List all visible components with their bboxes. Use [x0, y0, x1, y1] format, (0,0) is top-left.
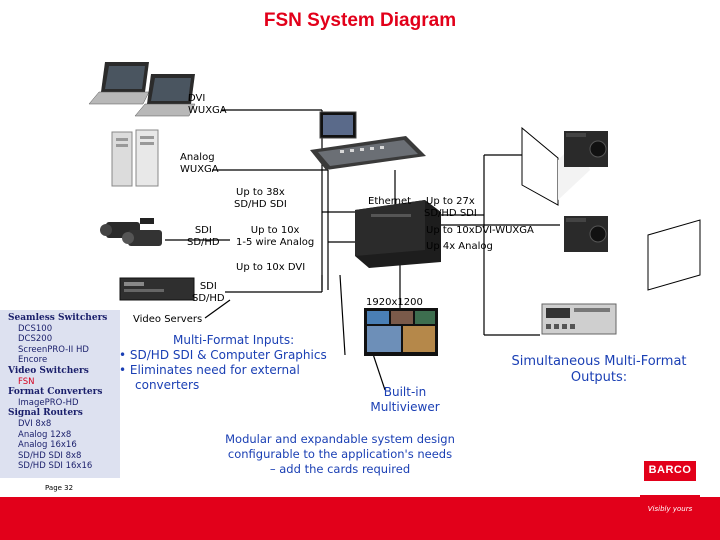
sidebar-item: DCS200: [18, 334, 53, 345]
up-to-38x-line1: Up to 38x: [236, 187, 285, 198]
sdi-camera-line1: SDI: [194, 225, 212, 236]
builtin-line2: Multiviewer: [370, 400, 440, 414]
inputs-heading: Multi-Format Inputs:: [173, 333, 295, 347]
projection-screen-bottom: [647, 219, 701, 291]
sidebar-item: ImagePRO-HD: [18, 397, 79, 408]
modular-line1: Modular and expandable system design: [225, 432, 455, 446]
logo-brand: BARCO: [648, 464, 692, 476]
sdi-server-line1: SDI: [199, 281, 217, 292]
sidebar-item: Encore: [18, 355, 48, 366]
builtin-line1: Built-in: [383, 385, 427, 399]
resolution-label: 1920x1200: [366, 297, 423, 308]
laptops-icon: [88, 62, 196, 117]
projector-icon-top: [564, 131, 608, 167]
inputs-bullet-1: • SD/HD SDI & Computer Graphics: [119, 348, 327, 362]
projector-icon-bottom: [564, 216, 608, 252]
builtin-multiviewer-callout: Built-in Multiviewer: [362, 385, 448, 415]
sdi-camera-label: SDI SD/HD: [187, 225, 220, 249]
up-to-4x-analog-label: Up 4x Analog: [426, 241, 493, 252]
sdi-server-line2: SD/HD: [192, 293, 225, 304]
up-to-38x-label: Up to 38x SD/HD SDI: [234, 187, 287, 211]
dvi-label: DVI WUXGA: [188, 93, 227, 117]
inputs-bullet-2: • Eliminates need for external: [119, 363, 300, 377]
modular-line2: configurable to the application's needs: [227, 447, 453, 461]
sdi-camera-line2: SD/HD: [187, 237, 220, 248]
control-console-icon: [310, 111, 426, 170]
footer-bar: [0, 497, 720, 540]
logo-tagline: Visibly yours: [647, 505, 693, 513]
sidebar-heading: Format Converters: [8, 387, 103, 398]
video-server-icon: [119, 277, 195, 301]
vtr-deck-icon: [541, 303, 617, 335]
up-to-10x-label: Up to 10x 1-5 wire Analog: [236, 225, 314, 249]
sidebar-heading: Video Switchers: [8, 365, 89, 376]
outputs-callout: Simultaneous Multi-Format Outputs:: [496, 354, 702, 386]
dvi-label-line2: WUXGA: [188, 105, 227, 116]
fsn-frame-icon: [355, 200, 441, 268]
analog-label-line1: Analog: [180, 152, 215, 163]
video-servers-label: Video Servers: [133, 314, 203, 325]
diagram-title: FSN System Diagram: [263, 10, 457, 31]
up-to-38x-line2: SD/HD SDI: [234, 199, 287, 210]
outputs-line2: Outputs:: [570, 370, 628, 385]
multiviewer-screen-icon: [364, 308, 438, 356]
sidebar-item: FSN: [18, 376, 35, 387]
sidebar-item: Analog 12x8: [18, 429, 72, 440]
up-to-27x-line1: Up to 27x: [426, 196, 475, 207]
projection-screen-top: [521, 126, 559, 206]
sidebar-item: ScreenPRO-II HD: [18, 344, 89, 355]
barco-logo: BARCO Visibly yours: [640, 455, 700, 517]
up-to-10x-line1: Up to 10x: [250, 225, 300, 236]
sidebar-heading: Signal Routers: [8, 408, 83, 419]
up-to-10x-line2: 1-5 wire Analog: [236, 237, 315, 248]
dvi-label-line1: DVI: [188, 93, 206, 104]
page-number: Page 32: [45, 484, 74, 492]
up-to-10x-dvi-label: Up to 10x DVI: [236, 262, 306, 273]
sidebar-item: Analog 16x16: [18, 440, 77, 451]
analog-label-line2: WUXGA: [180, 164, 219, 175]
up-to-27x-line2: SD/HD SDI: [424, 208, 477, 219]
inputs-callout: Multi-Format Inputs: • SD/HD SDI & Compu…: [119, 333, 355, 393]
camera-icon: [100, 218, 162, 246]
barco-logo-mark: [644, 461, 696, 481]
sidebar-heading: Seamless Switchers: [8, 313, 108, 323]
sidebar-item: DCS100: [18, 323, 53, 334]
sidebar-item: SD/HD SDI 16x16: [18, 461, 93, 472]
analog-label: Analog WUXGA: [180, 152, 219, 176]
outputs-line1: Simultaneous Multi-Format: [511, 354, 687, 369]
desktop-pc-icon: [111, 129, 159, 187]
sidebar-item: DVI 8x8: [18, 418, 52, 429]
modular-callout: Modular and expandable system design con…: [205, 432, 475, 477]
up-to-10xdvi-wuxga-label: Up to 10xDVI-WUXGA: [426, 225, 534, 236]
modular-line3: – add the cards required: [269, 462, 411, 476]
sidebar-item: SD/HD SDI 8x8: [18, 450, 82, 461]
up-to-27x-label: Up to 27x SD/HD SDI: [424, 196, 477, 220]
ethernet-label: Ethernet: [368, 196, 412, 207]
sdi-server-label: SDI SD/HD: [192, 281, 225, 305]
inputs-bullet-3: converters: [135, 378, 200, 392]
